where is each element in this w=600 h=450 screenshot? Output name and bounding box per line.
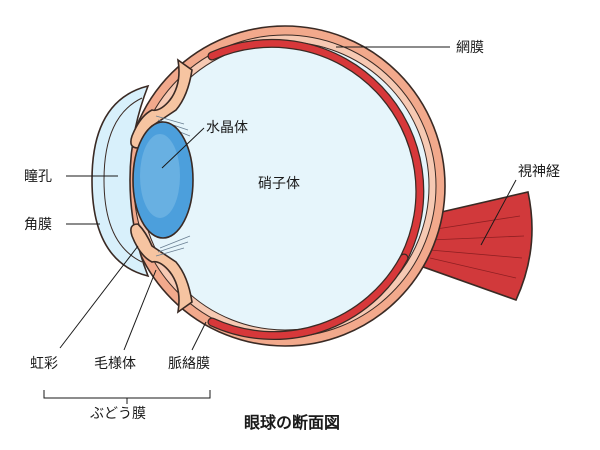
label-pupil: 瞳孔 <box>24 168 52 185</box>
label-optic-nerve: 視神経 <box>518 164 560 180</box>
label-ciliary-body: 毛様体 <box>94 356 136 372</box>
label-retina: 網膜 <box>456 40 484 56</box>
label-vitreous-body: 硝子体 <box>258 176 300 192</box>
label-uvea: ぶどう膜 <box>90 406 146 422</box>
label-iris: 虹彩 <box>30 356 58 372</box>
label-lens: 水晶体 <box>206 120 248 136</box>
ciliary-body-upper <box>130 58 193 149</box>
leader-lines <box>43 46 517 404</box>
ciliary-body-lower <box>130 223 193 314</box>
label-choroid: 脈絡膜 <box>168 356 210 372</box>
label-cornea: 角膜 <box>24 217 52 233</box>
diagram-caption: 眼球の断面図 <box>244 413 340 432</box>
